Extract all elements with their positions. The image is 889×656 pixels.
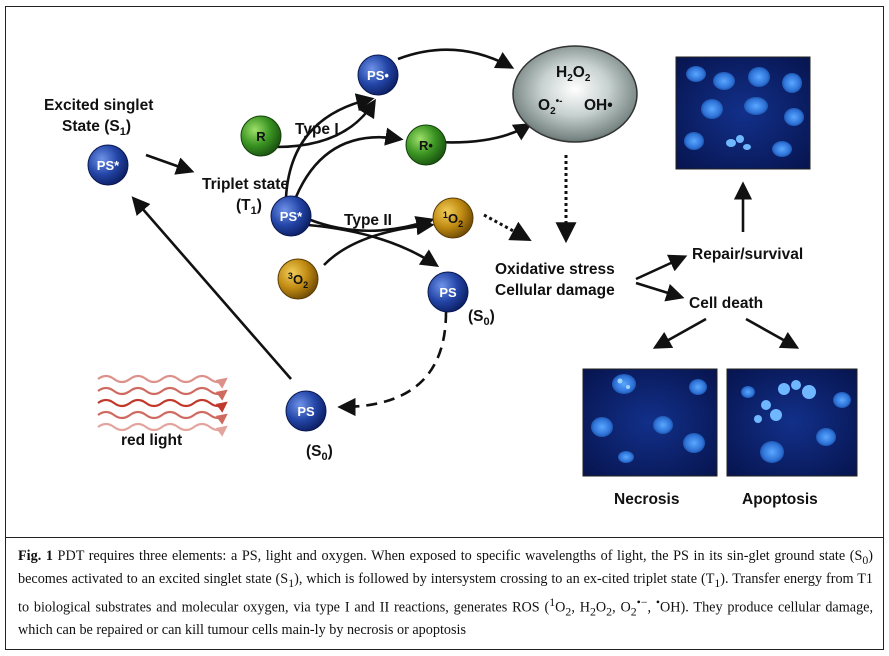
red-light-label: red light [121, 432, 182, 449]
excited-singlet-label: Excited singlet [44, 97, 153, 114]
node-ps-triplet: PS* [270, 195, 312, 237]
necrosis-image [582, 368, 718, 477]
cellular-damage-label: Cellular damage [495, 282, 615, 299]
arrow-death-to-apoptosis [745, 317, 800, 349]
so-left-label: (S0) [306, 443, 333, 463]
arrow-psradical-to-cloud [397, 48, 515, 69]
excited-singlet-state-label: State (S1) [62, 118, 131, 138]
node-ps-ground-right: PS [427, 271, 469, 313]
arrow-rradical-to-cloud [435, 123, 533, 144]
svg-text:PS*: PS* [280, 209, 303, 224]
arrow-triplet-to-rradical [294, 127, 404, 198]
arrow-damage-to-death [635, 281, 685, 302]
arrow-groundo2-to-singleto2 [323, 217, 435, 266]
hydroxyl-label: OH• [584, 97, 613, 114]
arrow-excited-to-triplet [145, 153, 195, 175]
node-r-radical: R• [405, 124, 447, 166]
type-i-label: Type I [295, 121, 339, 138]
svg-text:3O2: 3O2 [288, 271, 308, 290]
triplet-state-label: Triplet state [202, 176, 289, 193]
node-ps-ground-left: PS [285, 390, 327, 432]
triplet-t1-label: (T1) [236, 197, 262, 217]
ros-cloud: H2O2 O2•- OH• [512, 45, 638, 143]
svg-text:1O2: 1O2 [443, 210, 463, 229]
repair-survival-label: Repair/survival [692, 246, 803, 263]
figure-frame: red light Excited singlet State (S1) Tri… [5, 6, 884, 650]
arrow-groundleft-to-excited [131, 196, 292, 380]
node-r: R [240, 115, 282, 157]
figure-caption: Fig. 1 PDT requires three elements: a PS… [18, 548, 874, 639]
arrow-triplet-to-psradical [284, 93, 375, 198]
type-ii-label: Type II [344, 212, 392, 229]
superoxide-label: O2•- [538, 96, 562, 117]
svg-text:PS•: PS• [367, 68, 389, 83]
svg-text:R•: R• [419, 138, 433, 153]
svg-text:PS: PS [439, 285, 457, 300]
arrow-damage-to-repair [635, 254, 688, 281]
necrosis-label: Necrosis [614, 491, 679, 508]
h2o2-label: H2O2 [556, 64, 591, 84]
apoptosis-label: Apoptosis [742, 491, 818, 508]
node-ps-radical: PS• [357, 54, 399, 96]
oxidative-stress-label: Oxidative stress [495, 261, 615, 278]
arrow-r-to-psradical [275, 98, 376, 149]
svg-text:R: R [256, 129, 266, 144]
svg-text:PS: PS [297, 404, 315, 419]
connector-arrows [131, 48, 800, 417]
node-singlet-o2: 1O2 [432, 197, 474, 239]
arrow-psground-to-psleft [337, 311, 448, 417]
arrow-triplet-to-psground [307, 223, 440, 268]
node-ps-excited: PS* [87, 144, 129, 186]
arrow-singleto2-to-oxidative [483, 213, 532, 242]
cell-death-label: Cell death [689, 295, 763, 312]
arrow-death-to-necrosis [652, 317, 707, 349]
node-ground-o2: 3O2 [277, 258, 319, 300]
apoptosis-image [726, 368, 858, 477]
caption-divider [6, 537, 883, 538]
svg-text:PS*: PS* [97, 158, 120, 173]
red-light-waves [97, 374, 228, 437]
caption-fig-label: Fig. 1 [18, 548, 53, 564]
so-right-label: (S0) [468, 308, 495, 328]
cells-repair-image [675, 56, 811, 170]
pdt-diagram: red light Excited singlet State (S1) Tri… [44, 45, 858, 508]
